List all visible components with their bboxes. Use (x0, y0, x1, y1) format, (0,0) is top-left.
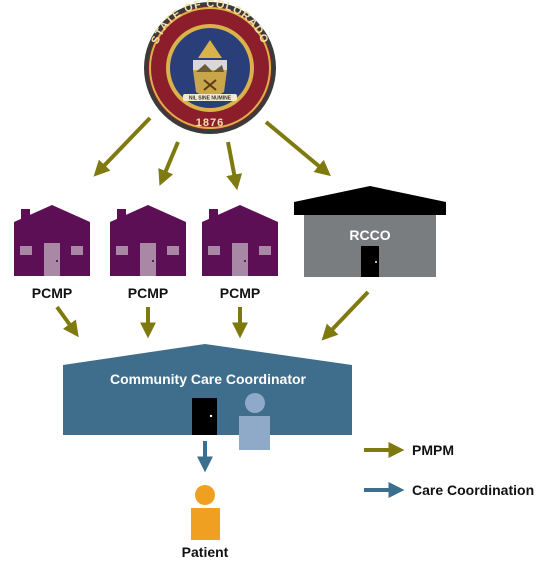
patient-icon (191, 485, 220, 540)
pmpm-arrow (55, 305, 79, 338)
rcco-label: RCCO (349, 227, 390, 243)
pmpm-arrow (321, 290, 370, 341)
pcmp-label-3: PCMP (220, 285, 260, 301)
seal-year: 1876 (196, 117, 224, 129)
seal-motto: NIL SINE NUMINE (189, 96, 232, 102)
rcco-building: RCCO (294, 186, 446, 277)
pmpm-arrow (226, 141, 243, 191)
pcmp-label-2: PCMP (128, 285, 168, 301)
pmpm-arrow (264, 120, 331, 177)
seal-payment-arrows (93, 116, 331, 191)
pmpm-arrow (158, 141, 180, 186)
colorado-state-seal: STATE OF COLORADO NIL SINE NUMINE 1876 (144, 0, 276, 134)
pmpm-arrow (93, 116, 152, 177)
seal-eye-icon (198, 40, 222, 58)
legend: PMPM Care Coordination (364, 442, 534, 498)
pcmp-house-3 (202, 205, 278, 276)
pcmp-house-1 (14, 205, 90, 276)
community-care-coordinator-building: Community Care Coordinator (63, 344, 352, 450)
hub-label: Community Care Coordinator (110, 371, 307, 387)
pcmp-label-1: PCMP (32, 285, 72, 301)
hub-payment-arrows (55, 290, 370, 341)
patient-label: Patient (182, 544, 229, 560)
legend-pmpm-label: PMPM (412, 442, 454, 458)
pcmp-house-2 (110, 205, 186, 276)
legend-care-coordination-label: Care Coordination (412, 482, 534, 498)
coordinator-person-icon (239, 393, 270, 450)
